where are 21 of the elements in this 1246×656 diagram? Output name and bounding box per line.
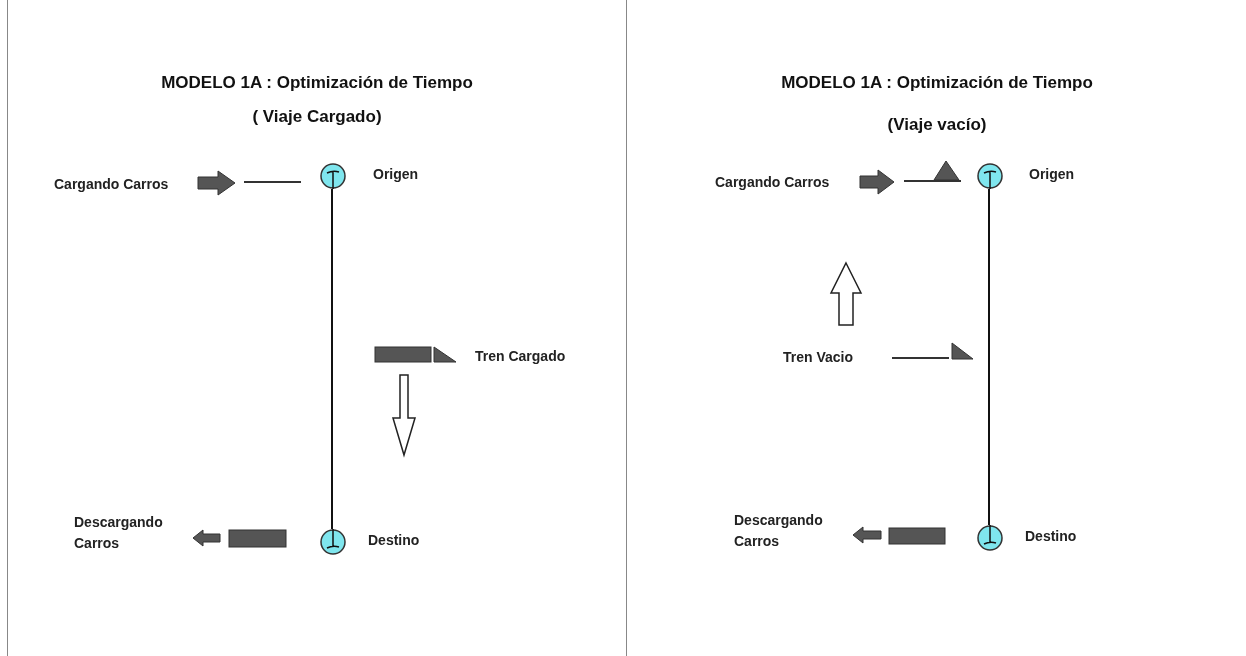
station-label: Destino bbox=[1025, 527, 1077, 546]
station-circle bbox=[977, 525, 1003, 551]
panel-subtitle: (Viaje vacío) bbox=[886, 114, 988, 136]
station-circle bbox=[320, 529, 346, 555]
panel-title: MODELO 1A : Optimización de Tiempo bbox=[780, 72, 1094, 94]
process-label: Descargando Carros bbox=[74, 513, 164, 553]
panel-subtitle: ( Viaje Cargado) bbox=[251, 106, 383, 128]
model-panel bbox=[7, 0, 627, 656]
track-line bbox=[988, 188, 990, 526]
panel-title: MODELO 1A : Optimización de Tiempo bbox=[160, 72, 474, 94]
process-label: Cargando Carros bbox=[715, 173, 830, 192]
process-label: Descargando Carros bbox=[734, 511, 824, 551]
process-label: Cargando Carros bbox=[54, 175, 169, 194]
process-label: Tren Cargado bbox=[475, 347, 566, 366]
station-label: Origen bbox=[1029, 165, 1075, 184]
station-circle bbox=[320, 163, 346, 189]
process-label: Tren Vacio bbox=[783, 348, 854, 367]
station-label: Origen bbox=[373, 165, 419, 184]
station-label: Destino bbox=[368, 531, 420, 550]
station-circle bbox=[977, 163, 1003, 189]
track-line bbox=[331, 188, 333, 530]
